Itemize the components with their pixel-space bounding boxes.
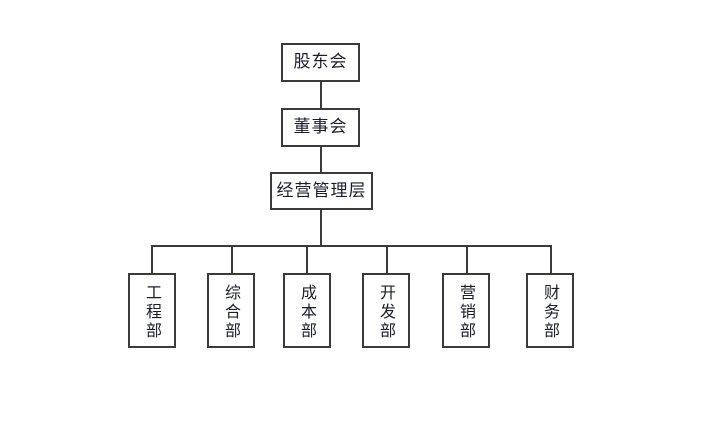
connector-drop-marketing <box>466 245 468 273</box>
connector-drop-development <box>386 245 388 273</box>
node-finance[interactable]: 财务部 <box>526 273 574 348</box>
node-engineering-label: 工程部 <box>143 284 163 341</box>
node-finance-label: 财务部 <box>541 284 561 341</box>
connector-drop-finance <box>550 245 552 273</box>
node-general-affairs-label: 综合部 <box>222 284 242 341</box>
node-management-label: 经营管理层 <box>276 180 367 201</box>
node-management[interactable]: 经营管理层 <box>270 172 373 210</box>
connector-drop-engineering <box>151 245 153 273</box>
node-general-affairs[interactable]: 综合部 <box>207 273 255 348</box>
connector-horizontal-bus <box>151 245 552 247</box>
connector-shareholders-to-board <box>320 82 322 108</box>
node-development[interactable]: 开发部 <box>362 273 410 348</box>
node-engineering[interactable]: 工程部 <box>128 273 176 348</box>
node-marketing[interactable]: 营销部 <box>442 273 490 348</box>
node-cost-label: 成本部 <box>298 284 318 341</box>
node-board-label: 董事会 <box>293 117 348 137</box>
node-cost[interactable]: 成本部 <box>283 273 331 348</box>
node-board[interactable]: 董事会 <box>281 108 360 147</box>
node-shareholders-label: 股东会 <box>293 52 348 72</box>
connector-management-to-bus <box>320 210 322 247</box>
connector-drop-general-affairs <box>231 245 233 273</box>
node-marketing-label: 营销部 <box>457 284 477 341</box>
node-development-label: 开发部 <box>377 284 397 341</box>
connector-drop-cost <box>306 245 308 273</box>
connector-board-to-management <box>320 147 322 172</box>
node-shareholders[interactable]: 股东会 <box>281 43 360 82</box>
